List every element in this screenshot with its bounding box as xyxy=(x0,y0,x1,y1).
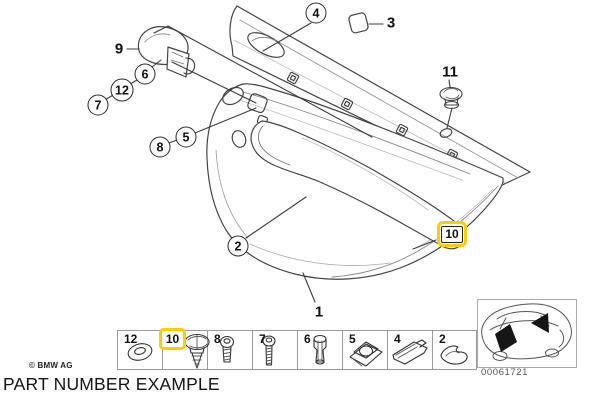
expansion-plug-icon xyxy=(313,334,327,365)
callout-circle-4[interactable]: 4 xyxy=(305,2,327,24)
washer-grommet-icon xyxy=(127,343,153,361)
legend-number-12: 12 xyxy=(124,332,138,346)
legend-number-10-highlighted: 10 xyxy=(159,328,186,350)
callout-circle-2[interactable]: 2 xyxy=(227,235,249,257)
spring-clip-nut-icon xyxy=(349,341,383,367)
clip-hole-11 xyxy=(439,128,453,138)
legend-cell-12[interactable]: 12 xyxy=(117,330,162,370)
callout-10-highlighted[interactable]: 10 xyxy=(437,221,467,247)
callout-1[interactable]: 1 xyxy=(314,303,324,321)
small-hole xyxy=(231,130,247,148)
callout-10-label: 10 xyxy=(441,225,463,243)
vehicle-thumbnail xyxy=(477,299,577,368)
long-screw-icon xyxy=(262,335,276,366)
legend-cell-7[interactable]: 7 xyxy=(252,330,297,370)
legend-cell-5[interactable]: 5 xyxy=(342,330,387,370)
legend-number-6: 6 xyxy=(304,332,311,346)
door-handle-assembly xyxy=(137,26,196,78)
callout-circle-5[interactable]: 5 xyxy=(175,126,197,148)
page-caption: PART NUMBER EXAMPLE xyxy=(3,374,220,394)
legend-number-8: 8 xyxy=(214,332,221,346)
callout-3[interactable]: 3 xyxy=(386,14,396,32)
legend-number-7: 7 xyxy=(259,332,266,346)
armrest xyxy=(250,120,464,250)
retainer-clip-icon xyxy=(440,345,468,365)
callout-circle-7[interactable]: 7 xyxy=(87,94,109,116)
direction-arrow-icon xyxy=(531,313,549,333)
callout-circle-8[interactable]: 8 xyxy=(149,136,171,158)
expanding-rivet-icon xyxy=(184,333,210,369)
legend-number-2: 2 xyxy=(439,332,446,346)
legend-number-4: 4 xyxy=(394,332,401,346)
legend-cell-8[interactable]: 8 xyxy=(207,330,252,370)
callout-9[interactable]: 9 xyxy=(114,40,124,58)
grommet-clip-part xyxy=(439,86,463,110)
short-screw-icon xyxy=(219,335,235,363)
legend-cell-4[interactable]: 4 xyxy=(387,330,432,370)
trim-clip-icon xyxy=(392,339,428,365)
diagram-code: 00061721 xyxy=(481,367,529,378)
leader-lines xyxy=(104,22,453,303)
legend-number-5: 5 xyxy=(349,332,356,346)
copyright-text: © BMW AG xyxy=(29,361,73,370)
cover-cap-part xyxy=(348,12,369,34)
callout-circle-12[interactable]: 12 xyxy=(110,78,134,102)
callout-circle-6[interactable]: 6 xyxy=(134,63,156,85)
legend-cell-10[interactable]: 10 xyxy=(159,328,207,370)
callout-11[interactable]: 11 xyxy=(442,63,458,81)
door-sill-rail xyxy=(229,5,531,187)
legend-cell-2[interactable]: 2 xyxy=(432,330,477,370)
rear-door-marker xyxy=(495,324,517,352)
legend-cell-6[interactable]: 6 xyxy=(297,330,342,370)
